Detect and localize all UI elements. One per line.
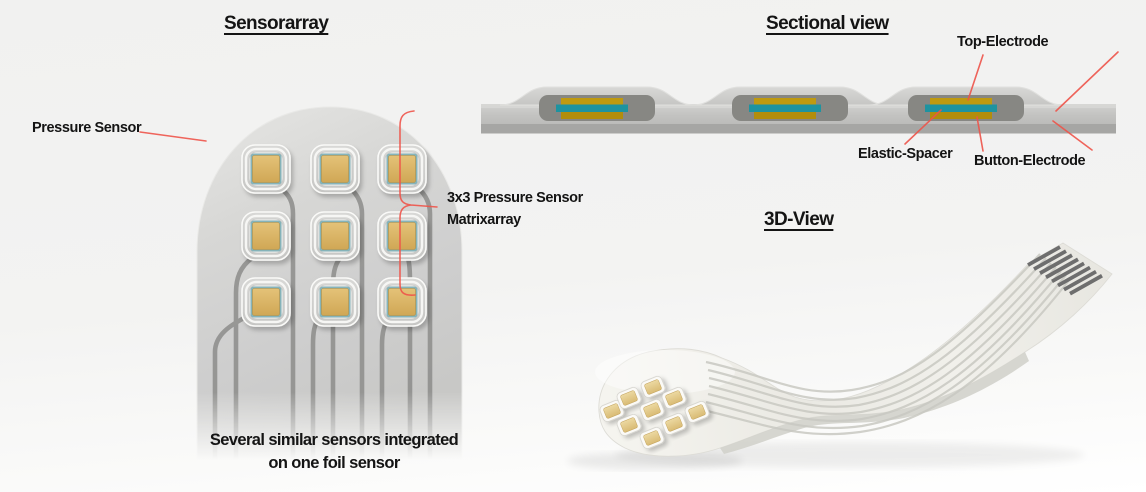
sensor-array-figure	[196, 106, 463, 461]
pressure-sensor-leader-line	[139, 131, 207, 142]
matrix-array-label-line2: Matrixarray	[447, 212, 521, 228]
base-foil-leader-line	[1052, 120, 1093, 151]
pressure-pad	[242, 278, 290, 326]
button-electrode-leader-line	[976, 116, 984, 152]
pressure-sensor-label: Pressure Sensor	[32, 120, 142, 136]
foil-sensor-caption: Several similar sensors integrated on on…	[168, 429, 500, 475]
elastic-spacer-label: Elastic-Spacer	[858, 146, 953, 162]
sectional-bump	[692, 86, 888, 121]
connector-fingers	[1027, 245, 1103, 296]
top-electrode-layer	[930, 98, 992, 105]
sectional-figure	[481, 86, 1116, 134]
pressure-pad	[378, 145, 426, 193]
top-electrode-label: Top-Electrode	[957, 34, 1049, 50]
elastic-spacer-layer	[925, 104, 997, 112]
pressure-pad	[378, 212, 426, 260]
pressure-pad	[311, 278, 359, 326]
pressure-pad-grid	[242, 145, 426, 326]
elastic-spacer-leader-line	[904, 109, 942, 145]
ribbon-body	[598, 242, 1113, 457]
head-shadow	[567, 452, 743, 470]
matrix-brace	[399, 110, 438, 296]
pressure-pad	[378, 278, 426, 326]
pressure-pad	[311, 145, 359, 193]
ribbon-traces	[702, 253, 1071, 436]
button-electrode-layer	[930, 112, 992, 119]
button-electrode-layer	[754, 112, 816, 119]
elastic-spacer-layer	[556, 104, 628, 112]
sensorarray-title: Sensorarray	[224, 13, 329, 34]
ribbon-edge-face	[720, 352, 1029, 454]
sectional-bottom-layer	[481, 124, 1116, 134]
button-electrode-layer	[561, 112, 623, 119]
cover-foil-leader-line	[1055, 51, 1119, 112]
top-electrode-layer	[754, 98, 816, 105]
three-d-figure	[567, 242, 1113, 470]
elastic-spacer-layer	[749, 104, 821, 112]
matrix-array-label-line1: 3x3 Pressure Sensor	[447, 190, 583, 206]
button-electrode-label: Button-Electrode	[974, 153, 1086, 169]
three-d-view-title: 3D-View	[764, 209, 834, 230]
foil-sensor-caption-line1: Several similar sensors integrated	[209, 431, 459, 449]
top-electrode-layer	[561, 98, 623, 105]
sectional-bumps	[499, 86, 1064, 121]
sectional-bump	[868, 86, 1064, 121]
pressure-pad	[242, 212, 290, 260]
annotation-lines	[139, 51, 1119, 296]
foil-sensor-caption-line2: on one foil sensor	[268, 454, 400, 472]
pressure-pad	[311, 212, 359, 260]
top-electrode-leader-line	[967, 54, 984, 101]
sectional-view-title: Sectional view	[766, 13, 889, 34]
head-highlight	[595, 350, 735, 394]
sectional-bump	[499, 86, 695, 121]
matrix-array-label: 3x3 Pressure Sensor Matrixarray	[447, 187, 583, 231]
pressure-pad	[242, 145, 290, 193]
